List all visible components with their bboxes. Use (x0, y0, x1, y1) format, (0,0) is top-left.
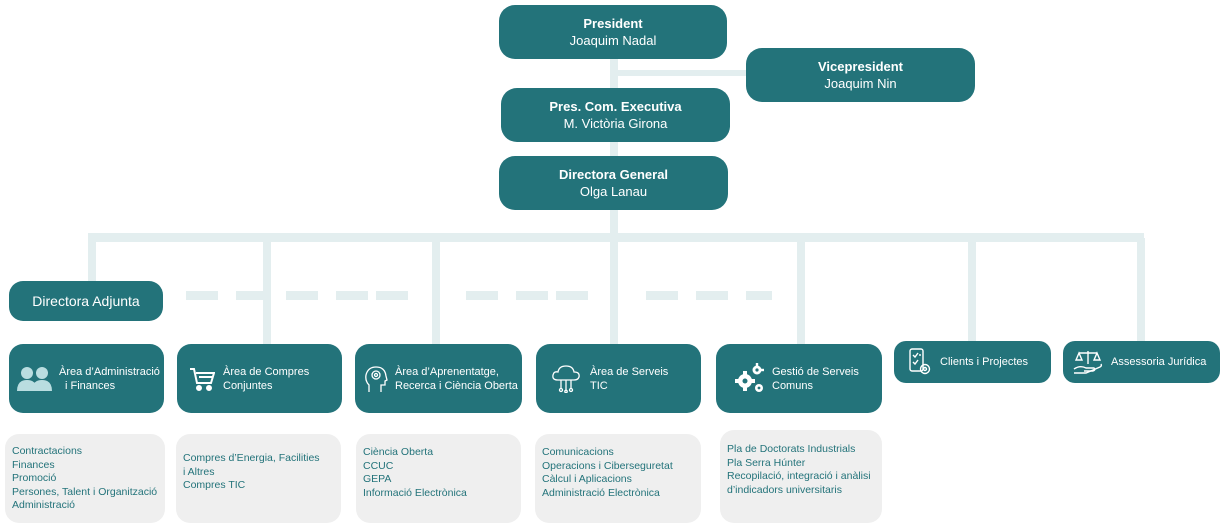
list-item: Promoció (12, 472, 57, 484)
dashed-connector (186, 291, 218, 300)
list-item: Comunicacions (542, 446, 614, 458)
area-label-line1: Àrea d’Aprenentatge, (395, 365, 499, 378)
brain-head-icon (361, 365, 391, 393)
area-administracio: Àrea d’Administració i Finances (9, 344, 164, 413)
dashed-connector (286, 291, 318, 300)
area-label: Àrea de Compres Conjuntes (223, 365, 309, 393)
dashed-connector (696, 291, 728, 300)
list-item: Administració (12, 499, 76, 511)
gears-icon (728, 362, 772, 395)
list-serveis-tic: Comunicacions Operacions i Cibersegureta… (535, 434, 701, 523)
area-label: Àrea d’Administració i Finances (59, 365, 160, 393)
director-box: Directora General Olga Lanau (499, 156, 728, 210)
area-label-line2: Comuns (772, 379, 813, 392)
area-label-line1: Àrea de Compres (223, 365, 310, 378)
list-gestio-serveis: Pla de Doctorats Industrials Pla Serra H… (720, 430, 882, 523)
connector-drop-1 (88, 238, 96, 284)
dashed-connector (236, 291, 268, 300)
list-item: i Altres (183, 465, 215, 478)
area-label-line1: Gestió de Serveis (772, 365, 859, 378)
people-icon (13, 366, 57, 392)
area-serveis-tic: Àrea de Serveis TIC (536, 344, 701, 413)
adjunta-box: Directora Adjunta (9, 281, 163, 321)
area-label: Clients i Projectes (940, 355, 1028, 369)
list-item: GEPA (363, 473, 392, 485)
director-title: Directora General (558, 167, 669, 182)
checklist-gear-icon (904, 348, 936, 376)
exec-name: M. Victòria Girona (563, 116, 668, 131)
area-label-line2: i Finances (65, 379, 116, 392)
scales-icon (1069, 349, 1107, 375)
vicepresident-name: Joaquim Nin (824, 76, 897, 91)
list-administracio: Contractacions Finances Promoció Persone… (5, 434, 165, 523)
president-box: President Joaquim Nadal (499, 5, 727, 59)
list-item: Finances (12, 458, 55, 471)
area-label: Àrea d’Aprenentatge, Recerca i Ciència O… (395, 365, 518, 393)
shopping-cart-icon (185, 366, 219, 392)
exec-title: Pres. Com. Executiva (549, 99, 682, 114)
list-item: Persones, Talent i Organització (12, 485, 158, 498)
area-aprenentatge: Àrea d’Aprenentatge, Recerca i Ciència O… (355, 344, 522, 413)
area-compres: Àrea de Compres Conjuntes (177, 344, 342, 413)
area-gestio-serveis: Gestió de Serveis Comuns (716, 344, 882, 413)
president-title: President (583, 16, 643, 31)
connector-vertical-top (610, 55, 618, 240)
dashed-connector (556, 291, 588, 300)
list-item: Càlcul i Aplicacions (542, 473, 632, 485)
area-clients-projectes: Clients i Projectes (894, 341, 1051, 383)
list-item: Contractacions (12, 445, 83, 457)
area-label-line1: Clients i Projectes (940, 356, 1029, 368)
dashed-connector (746, 291, 772, 300)
connector-drop-6 (968, 238, 976, 344)
dashed-connector (516, 291, 548, 300)
dashed-connector (376, 291, 408, 300)
exec-box: Pres. Com. Executiva M. Victòria Girona (501, 88, 730, 142)
area-label-line2: Recerca i Ciència Oberta (395, 379, 518, 392)
connector-drop-7 (1137, 238, 1145, 344)
dashed-connector (646, 291, 678, 300)
list-item: Ciència Oberta (363, 446, 434, 458)
list-item: Informació Electrònica (363, 486, 467, 499)
area-assessoria-juridica: Assessoria Jurídica (1063, 341, 1220, 383)
area-label: Gestió de Serveis Comuns (772, 365, 859, 393)
area-label-line1: Àrea de Serveis (590, 365, 669, 378)
list-item: Compres TIC (183, 479, 246, 491)
list-item: Pla de Doctorats Industrials (727, 443, 856, 455)
list-item: d’indicadors universitaris (727, 483, 842, 496)
connector-horizontal-main (88, 233, 1144, 242)
cloud-network-icon (546, 364, 586, 393)
list-item: Compres d’Energia, Facilities (183, 452, 320, 464)
area-label-line1: Àrea d’Administració (59, 365, 160, 378)
list-item: Pla Serra Húnter (727, 456, 806, 469)
list-item: Recopilació, integració i anàlisi (727, 470, 871, 482)
list-item: Administració Electrònica (542, 486, 660, 499)
vicepresident-title: Vicepresident (817, 59, 904, 74)
director-name: Olga Lanau (579, 184, 648, 199)
dashed-connector (466, 291, 498, 300)
adjunta-label: Directora Adjunta (32, 292, 140, 309)
list-compres: Compres d’Energia, Facilities i Altres C… (176, 434, 341, 523)
connector-drop-4 (610, 238, 618, 344)
president-name: Joaquim Nadal (569, 33, 657, 48)
area-label-line2: Conjuntes (223, 379, 273, 392)
connector-drop-3 (432, 238, 440, 344)
area-label-line2: TIC (590, 379, 608, 392)
list-item: Operacions i Ciberseguretat (542, 459, 673, 472)
area-label: Àrea de Serveis TIC (590, 365, 668, 393)
dashed-connector (336, 291, 368, 300)
list-item: CCUC (363, 459, 394, 472)
connector-vice (618, 70, 748, 76)
vicepresident-box: Vicepresident Joaquim Nin (746, 48, 975, 102)
area-label: Assessoria Jurídica (1111, 355, 1206, 369)
connector-drop-5 (797, 238, 805, 344)
list-aprenentatge: Ciència Oberta CCUC GEPA Informació Elec… (356, 434, 521, 523)
area-label-line1: Assessoria Jurídica (1111, 356, 1207, 368)
